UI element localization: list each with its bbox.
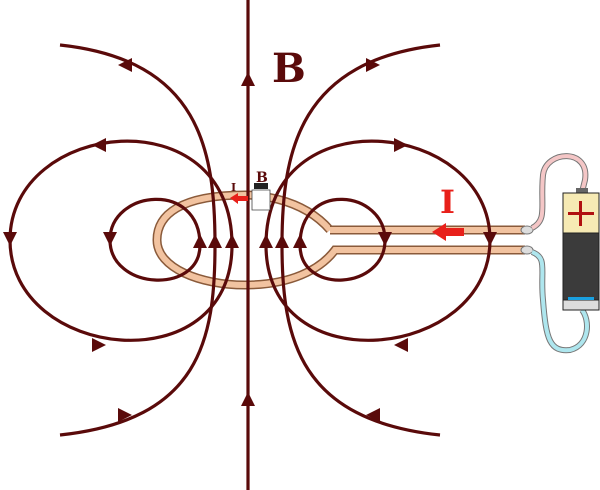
current-label-small: I [231,181,236,194]
arrow-icon [3,58,497,422]
current-arrow-small [230,193,248,204]
field-line-outer-left [59,43,217,437]
field-label-large: B [272,45,306,92]
right-hand-icon [251,183,271,211]
plus-icon [568,201,594,226]
current-arrow-large [432,223,464,241]
field-lines [3,0,497,490]
battery [562,188,600,311]
field-line-outer-right [280,43,441,437]
minus-icon [568,297,594,300]
field-label-small: B [256,170,268,186]
current-label-large: I [440,183,455,221]
